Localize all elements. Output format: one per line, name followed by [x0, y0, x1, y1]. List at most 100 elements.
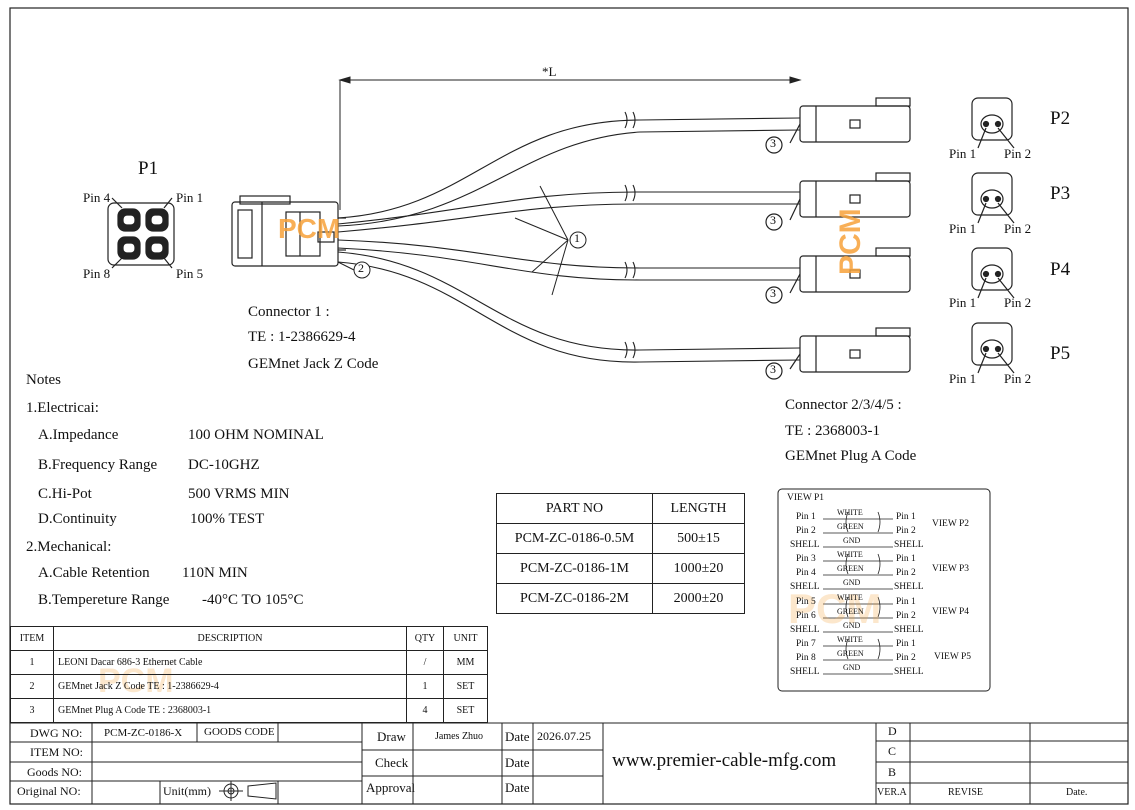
note-continuity-label: D.Continuity [38, 511, 117, 527]
length-cell: 500±15 [652, 523, 745, 554]
plug-face-views [971, 97, 1015, 374]
table-header-row: PART NO LENGTH [496, 493, 745, 524]
length-label: *L [542, 64, 557, 79]
p1-title: P1 [138, 158, 159, 179]
wiring-to: SHELL [894, 667, 924, 677]
unit-cell: SET [443, 674, 488, 699]
connector1-caption-3: GEMnet Jack Z Code [248, 356, 379, 372]
p5-pin1-label: Pin 1 [949, 371, 977, 386]
watermark-logo: PCM [278, 213, 341, 244]
unit-cell: MM [443, 650, 488, 675]
plug-p4 [765, 247, 911, 304]
length-cell: 2000±20 [652, 583, 745, 614]
item-cell: 1 [10, 650, 54, 675]
connector2-caption-3: GEMnet Plug A Code [785, 448, 917, 464]
rev-d: D [888, 724, 897, 738]
wiring-from: Pin 8 [796, 653, 816, 663]
p3-pin2-label: Pin 2 [1004, 221, 1032, 236]
wiring-from: Pin 1 [796, 512, 816, 522]
jack-connector-drawing [231, 195, 346, 267]
rev-ver-header: VER.A [877, 787, 907, 798]
table-row: 3 GEMnet Plug A Code TE : 2368003-1 4 SE… [10, 698, 488, 723]
wiring-color: WHITE [837, 508, 863, 517]
p3-title: P3 [1050, 183, 1071, 204]
note-temperature-value: -40°C TO 105°C [202, 592, 304, 608]
wiring-from: Pin 4 [796, 568, 816, 578]
header-item: ITEM [10, 626, 54, 651]
items-table: ITEM DESCRIPTION QTY UNIT 1 LEONI Dacar … [10, 626, 488, 723]
wiring-to: SHELL [894, 540, 924, 550]
rev-date-header: Date. [1066, 787, 1088, 798]
goods-no-label: Goods NO: [27, 765, 83, 779]
callout-3-p3: 3 [770, 213, 776, 227]
wiring-to: Pin 1 [896, 597, 916, 607]
draw-date-label: Date [505, 729, 530, 744]
drawing-border [9, 7, 1129, 805]
wiring-color: GREEN [837, 649, 864, 658]
qty-cell: 4 [406, 698, 444, 723]
wiring-to: SHELL [894, 582, 924, 592]
projection-symbol-icon [219, 781, 277, 801]
wiring-from: Pin 5 [796, 597, 816, 607]
part-no-cell: PCM-ZC-0186-0.5M [496, 523, 653, 554]
length-cell: 1000±20 [652, 553, 745, 584]
p4-pin1-label: Pin 1 [949, 295, 977, 310]
wiring-to: Pin 2 [896, 611, 916, 621]
length-dimension [338, 76, 802, 210]
part-no-cell: PCM-ZC-0186-2M [496, 583, 653, 614]
plug-p5 [765, 327, 911, 380]
wiring-to: SHELL [894, 625, 924, 635]
callout-3-p4: 3 [770, 286, 776, 300]
callout-3-p5: 3 [770, 362, 776, 376]
title-block-lines [10, 722, 1128, 804]
connector2-caption-2: TE : 2368003-1 [785, 423, 880, 439]
p4-pin2-label: Pin 2 [1004, 295, 1032, 310]
item-no-label: ITEM NO: [30, 745, 83, 759]
wiring-from: SHELL [790, 667, 820, 677]
header-unit: UNIT [443, 626, 488, 651]
draw-label: Draw [377, 729, 406, 744]
callout-3-p2: 3 [770, 136, 776, 150]
plug-p2 [765, 97, 911, 154]
p1-pin5-label: Pin 5 [176, 266, 204, 281]
wiring-box [777, 488, 991, 692]
p1-face-view [107, 197, 175, 269]
callout-1: 1 [574, 231, 580, 245]
note-impedance-value: 100 OHM NOMINAL [188, 427, 324, 443]
note-continuity-value: 100% TEST [190, 511, 265, 527]
wiring-color: GND [843, 621, 861, 630]
face-p5 [971, 322, 1015, 374]
p2-pin2-label: Pin 2 [1004, 146, 1032, 161]
note-impedance-label: A.Impedance [38, 427, 119, 443]
wiring-from: Pin 3 [796, 554, 816, 564]
wiring-title: VIEW P1 [787, 493, 825, 503]
p3-pin1-label: Pin 1 [949, 221, 977, 236]
unit-cell: SET [443, 698, 488, 723]
plug-connectors-drawing [765, 97, 911, 380]
wiring-from: Pin 7 [796, 639, 816, 649]
wiring-to: Pin 1 [896, 639, 916, 649]
item-cell: 3 [10, 698, 54, 723]
note-temperature-label: B.Tempereture Range [38, 592, 170, 608]
note-hipot-label: C.Hi-Pot [38, 486, 92, 502]
p5-pin2-label: Pin 2 [1004, 371, 1032, 386]
p5-title: P5 [1050, 343, 1071, 364]
description-cell: GEMnet Jack Z Code TE : 1-2386629-4 [53, 674, 407, 699]
draw-name: James Zhuo [435, 731, 484, 742]
wiring-color: GND [843, 536, 861, 545]
header-qty: QTY [406, 626, 444, 651]
wiring-to: Pin 2 [896, 526, 916, 536]
note-hipot-value: 500 VRMS MIN [188, 486, 290, 502]
cable-bundle [337, 111, 801, 363]
face-p2 [971, 97, 1015, 149]
wiring-from: Pin 6 [796, 611, 816, 621]
website: www.premier-cable-mfg.com [612, 750, 837, 771]
p1-pin8-label: Pin 8 [83, 266, 111, 281]
dwg-no-value: PCM-ZC-0186-X [104, 727, 183, 739]
wiring-color: WHITE [837, 635, 863, 644]
notes-mechanical-title: 2.Mechanical: [26, 539, 112, 555]
description-cell: GEMnet Plug A Code TE : 2368003-1 [53, 698, 407, 723]
table-row: PCM-ZC-0186-1M 1000±20 [496, 553, 745, 584]
p2-title: P2 [1050, 108, 1071, 129]
